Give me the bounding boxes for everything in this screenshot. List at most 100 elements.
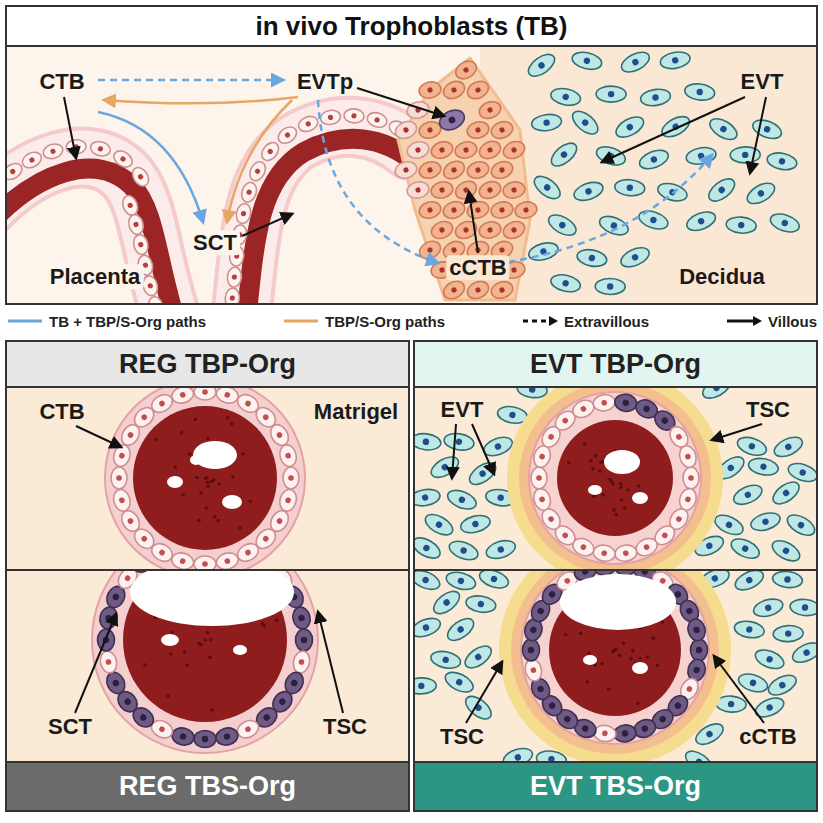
extravillous-path (98, 79, 283, 82)
cell-body (278, 443, 299, 468)
cell-nucleus (608, 91, 614, 97)
cell (429, 649, 462, 671)
cell-nucleus (684, 453, 691, 460)
cell-nucleus (782, 546, 791, 555)
cell (733, 619, 765, 640)
sct-granule (651, 636, 655, 640)
cell (677, 444, 699, 470)
panel-bar: EVT TBS-Org (415, 761, 816, 810)
cell (501, 138, 527, 161)
cell-nucleus (784, 576, 791, 583)
panel-bar: REG TBP-Org (7, 342, 408, 388)
cell-nucleus (626, 184, 633, 191)
lumen (222, 495, 242, 509)
cell (111, 488, 132, 513)
part-label: CTB (36, 69, 87, 94)
cell-nucleus (641, 724, 649, 732)
cell-nucleus (415, 187, 421, 193)
legend-arrowhead (549, 316, 558, 326)
cell (477, 99, 503, 121)
legend-arrowhead (753, 316, 762, 326)
sct-granule (608, 478, 612, 482)
cell (765, 671, 799, 699)
sct-granule (154, 438, 158, 442)
cell-nucleus (118, 497, 125, 504)
cell-nucleus (784, 443, 792, 451)
cell (235, 717, 262, 741)
cell-body (765, 671, 799, 699)
sct-granule (183, 651, 187, 655)
cell-nucleus (137, 173, 144, 180)
cell-body (393, 118, 420, 141)
part-label: EVTp (294, 69, 356, 94)
cell-nucleus (697, 217, 705, 225)
sct-granule (216, 519, 220, 523)
cell (461, 642, 495, 673)
cell-body (247, 159, 269, 183)
cell (769, 478, 803, 509)
leader-line (318, 612, 343, 713)
cell-body (592, 393, 616, 412)
cell-body (296, 114, 320, 134)
cell-body (684, 82, 716, 101)
extravillous-path (508, 155, 712, 262)
lumen (560, 574, 676, 630)
cell-nucleus (781, 219, 789, 227)
sct-granule (230, 422, 234, 426)
cell-nucleus (224, 558, 231, 565)
cell-nucleus (351, 113, 356, 118)
cell-nucleus (696, 88, 703, 95)
cell (129, 165, 152, 189)
cell-nucleus (749, 679, 757, 687)
cell-nucleus (675, 515, 683, 523)
sct-granule (169, 652, 173, 656)
cell-body (278, 488, 299, 513)
cell (465, 159, 491, 181)
cell (732, 571, 766, 594)
cell (366, 110, 389, 129)
cell-body (501, 138, 527, 161)
cell-nucleus (422, 544, 431, 553)
cell-body (790, 639, 816, 666)
organoid-halo (519, 387, 711, 569)
cell-body (98, 605, 119, 630)
cell (527, 240, 560, 263)
cell (633, 535, 660, 559)
organoid-halo (511, 571, 719, 754)
cell-nucleus (543, 119, 550, 126)
cell-body (194, 731, 216, 748)
cell-body (750, 116, 784, 142)
cell-body (429, 180, 454, 201)
cell-nucleus (539, 496, 546, 503)
sct-granule (646, 655, 650, 659)
cell-nucleus (778, 158, 786, 166)
cell-nucleus (472, 520, 480, 528)
cell-nucleus (671, 57, 678, 64)
cell (744, 179, 778, 208)
cell-nucleus (511, 147, 518, 154)
organoid-illustration (415, 387, 816, 569)
cell-nucleus (536, 685, 545, 694)
cell-nucleus (581, 118, 590, 127)
lumen (632, 662, 648, 674)
cell-body (618, 48, 652, 76)
cell-nucleus (785, 630, 792, 637)
cell-body (429, 649, 462, 671)
cell-body (291, 649, 312, 674)
panel-heading: REG TBS-Org (119, 771, 296, 802)
cell (417, 199, 443, 221)
cell (549, 272, 582, 294)
cell-nucleus (650, 155, 658, 163)
cell-body (594, 143, 628, 168)
path-arrows (98, 80, 712, 263)
sct-granule (598, 469, 602, 473)
sct-granule (213, 515, 217, 519)
cell (215, 387, 240, 405)
cell-body (405, 139, 431, 161)
cell-nucleus (643, 543, 650, 550)
cell-body (452, 58, 479, 83)
sct-granule (241, 452, 245, 456)
cell-nucleus (802, 648, 811, 657)
cell-body (441, 199, 467, 221)
cell (465, 78, 492, 102)
